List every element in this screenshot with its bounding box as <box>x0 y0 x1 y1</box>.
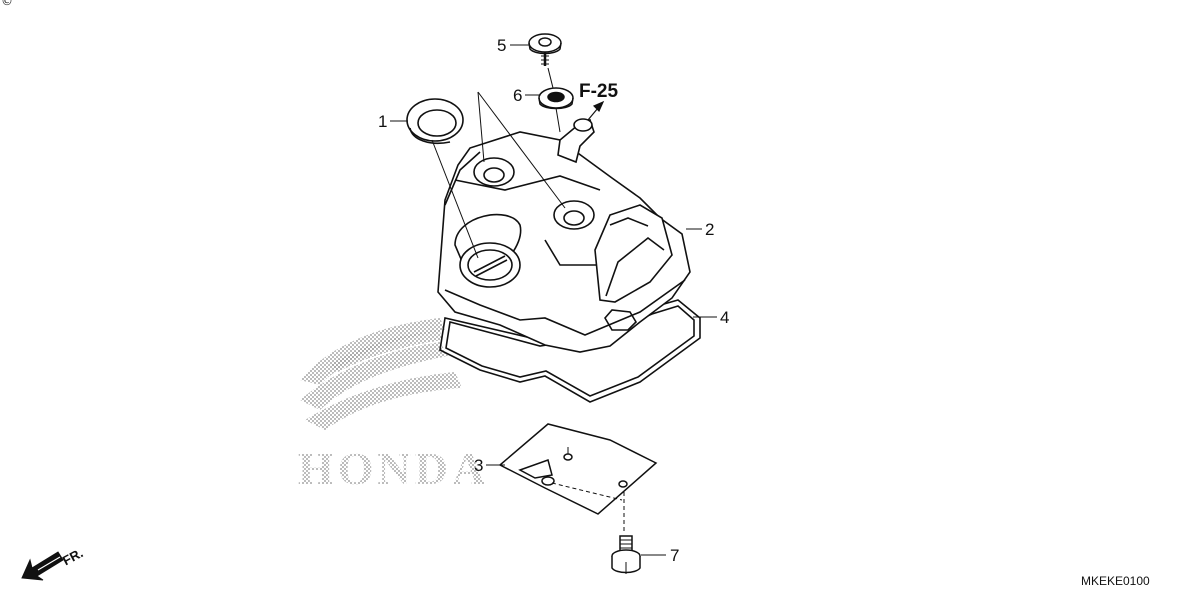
callout-5: 5 <box>497 36 507 55</box>
copyright-mark: © <box>1 0 13 8</box>
rubber-washer <box>538 87 574 110</box>
special-bolt <box>528 33 562 66</box>
diagram-code: MKEKE0100 <box>1081 574 1150 588</box>
honda-wing-watermark <box>300 318 462 430</box>
callout-3: 3 <box>474 456 484 475</box>
callout-1: 1 <box>378 112 388 131</box>
callout-2: 2 <box>705 220 715 239</box>
reference-label: F-25 <box>579 81 619 102</box>
reference-arrow <box>587 100 605 121</box>
callout-4: 4 <box>720 308 730 327</box>
honda-watermark-text: HONDA <box>298 443 489 494</box>
plate-dash-line <box>551 482 623 501</box>
cylinder-head-cover <box>437 118 691 353</box>
plug-hole-seal <box>406 98 464 144</box>
callout-7: 7 <box>670 546 680 565</box>
leader-lines <box>390 44 717 556</box>
front-arrow-icon <box>21 551 64 581</box>
callout-6: 6 <box>513 86 523 105</box>
cover-plate <box>498 423 658 515</box>
flange-bolt <box>611 535 641 574</box>
